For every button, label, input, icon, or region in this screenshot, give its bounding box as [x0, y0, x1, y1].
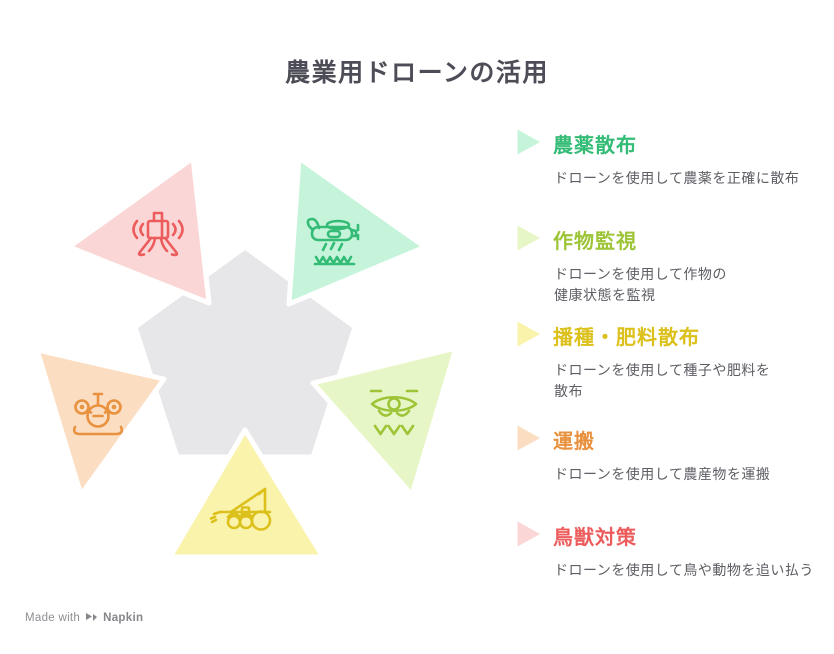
page-title: 農業用ドローンの活用 — [285, 59, 549, 87]
legend-item-animal-deterrence: 鳥獣対策 ドローンを使用して鳥や動物を追い払う — [513, 516, 823, 606]
surveillance-drone-icon — [369, 389, 419, 436]
legend-item-description: ドローンを使用して農産物を運搬 — [554, 466, 771, 482]
crop-duster-plane-icon — [306, 217, 360, 266]
legend-item-seeding-fertilizing: 播種・肥料散布 ドローンを使用して種子や肥料を 散布 — [513, 316, 823, 406]
legend-marker-triangle-icon — [514, 125, 545, 159]
made-with-text: Made with — [25, 612, 81, 624]
made-with-attribution: Made with Napkin — [25, 612, 143, 624]
legend-item-description: ドローンを使用して作物の 健康状態を監視 — [554, 266, 727, 303]
legend-item-label: 播種・肥料散布 — [553, 327, 700, 349]
legend-item-pesticide-spraying: 農薬散布 ドローンを使用して農薬を正確に散布 — [513, 124, 823, 214]
legend-marker-triangle-icon — [514, 421, 545, 455]
triangle-crop-monitoring — [310, 345, 459, 498]
napkin-flag-icon — [86, 613, 98, 621]
legend-marker-triangle-icon — [514, 221, 545, 255]
legend-item-label: 鳥獣対策 — [553, 527, 637, 549]
triangle-transport — [34, 347, 167, 498]
triangle-seeding-fertilizing — [167, 427, 326, 560]
legend-item-transport: 運搬 ドローンを使用して農産物を運搬 — [513, 420, 823, 510]
legend-item-description: ドローンを使用して農薬を正確に散布 — [554, 170, 800, 186]
seeder-machine-icon — [209, 487, 272, 531]
triangle-animal-deterrence — [66, 155, 212, 306]
legend-item-label: 作物監視 — [553, 231, 637, 253]
bird-repeller-drone-icon — [132, 211, 184, 257]
legend-marker-triangle-icon — [514, 517, 545, 551]
transport-drone-icon — [72, 392, 124, 436]
legend-item-description: ドローンを使用して鳥や動物を追い払う — [554, 562, 814, 578]
legend-item-crop-monitoring: 作物監視 ドローンを使用して作物の 健康状態を監視 — [513, 220, 823, 310]
legend-marker-triangle-icon — [514, 317, 545, 351]
legend-item-label: 農薬散布 — [553, 135, 637, 157]
brand-text: Napkin — [103, 612, 144, 624]
legend-item-label: 運搬 — [553, 431, 595, 453]
legend-item-description: ドローンを使用して種子や肥料を 散布 — [554, 362, 771, 399]
